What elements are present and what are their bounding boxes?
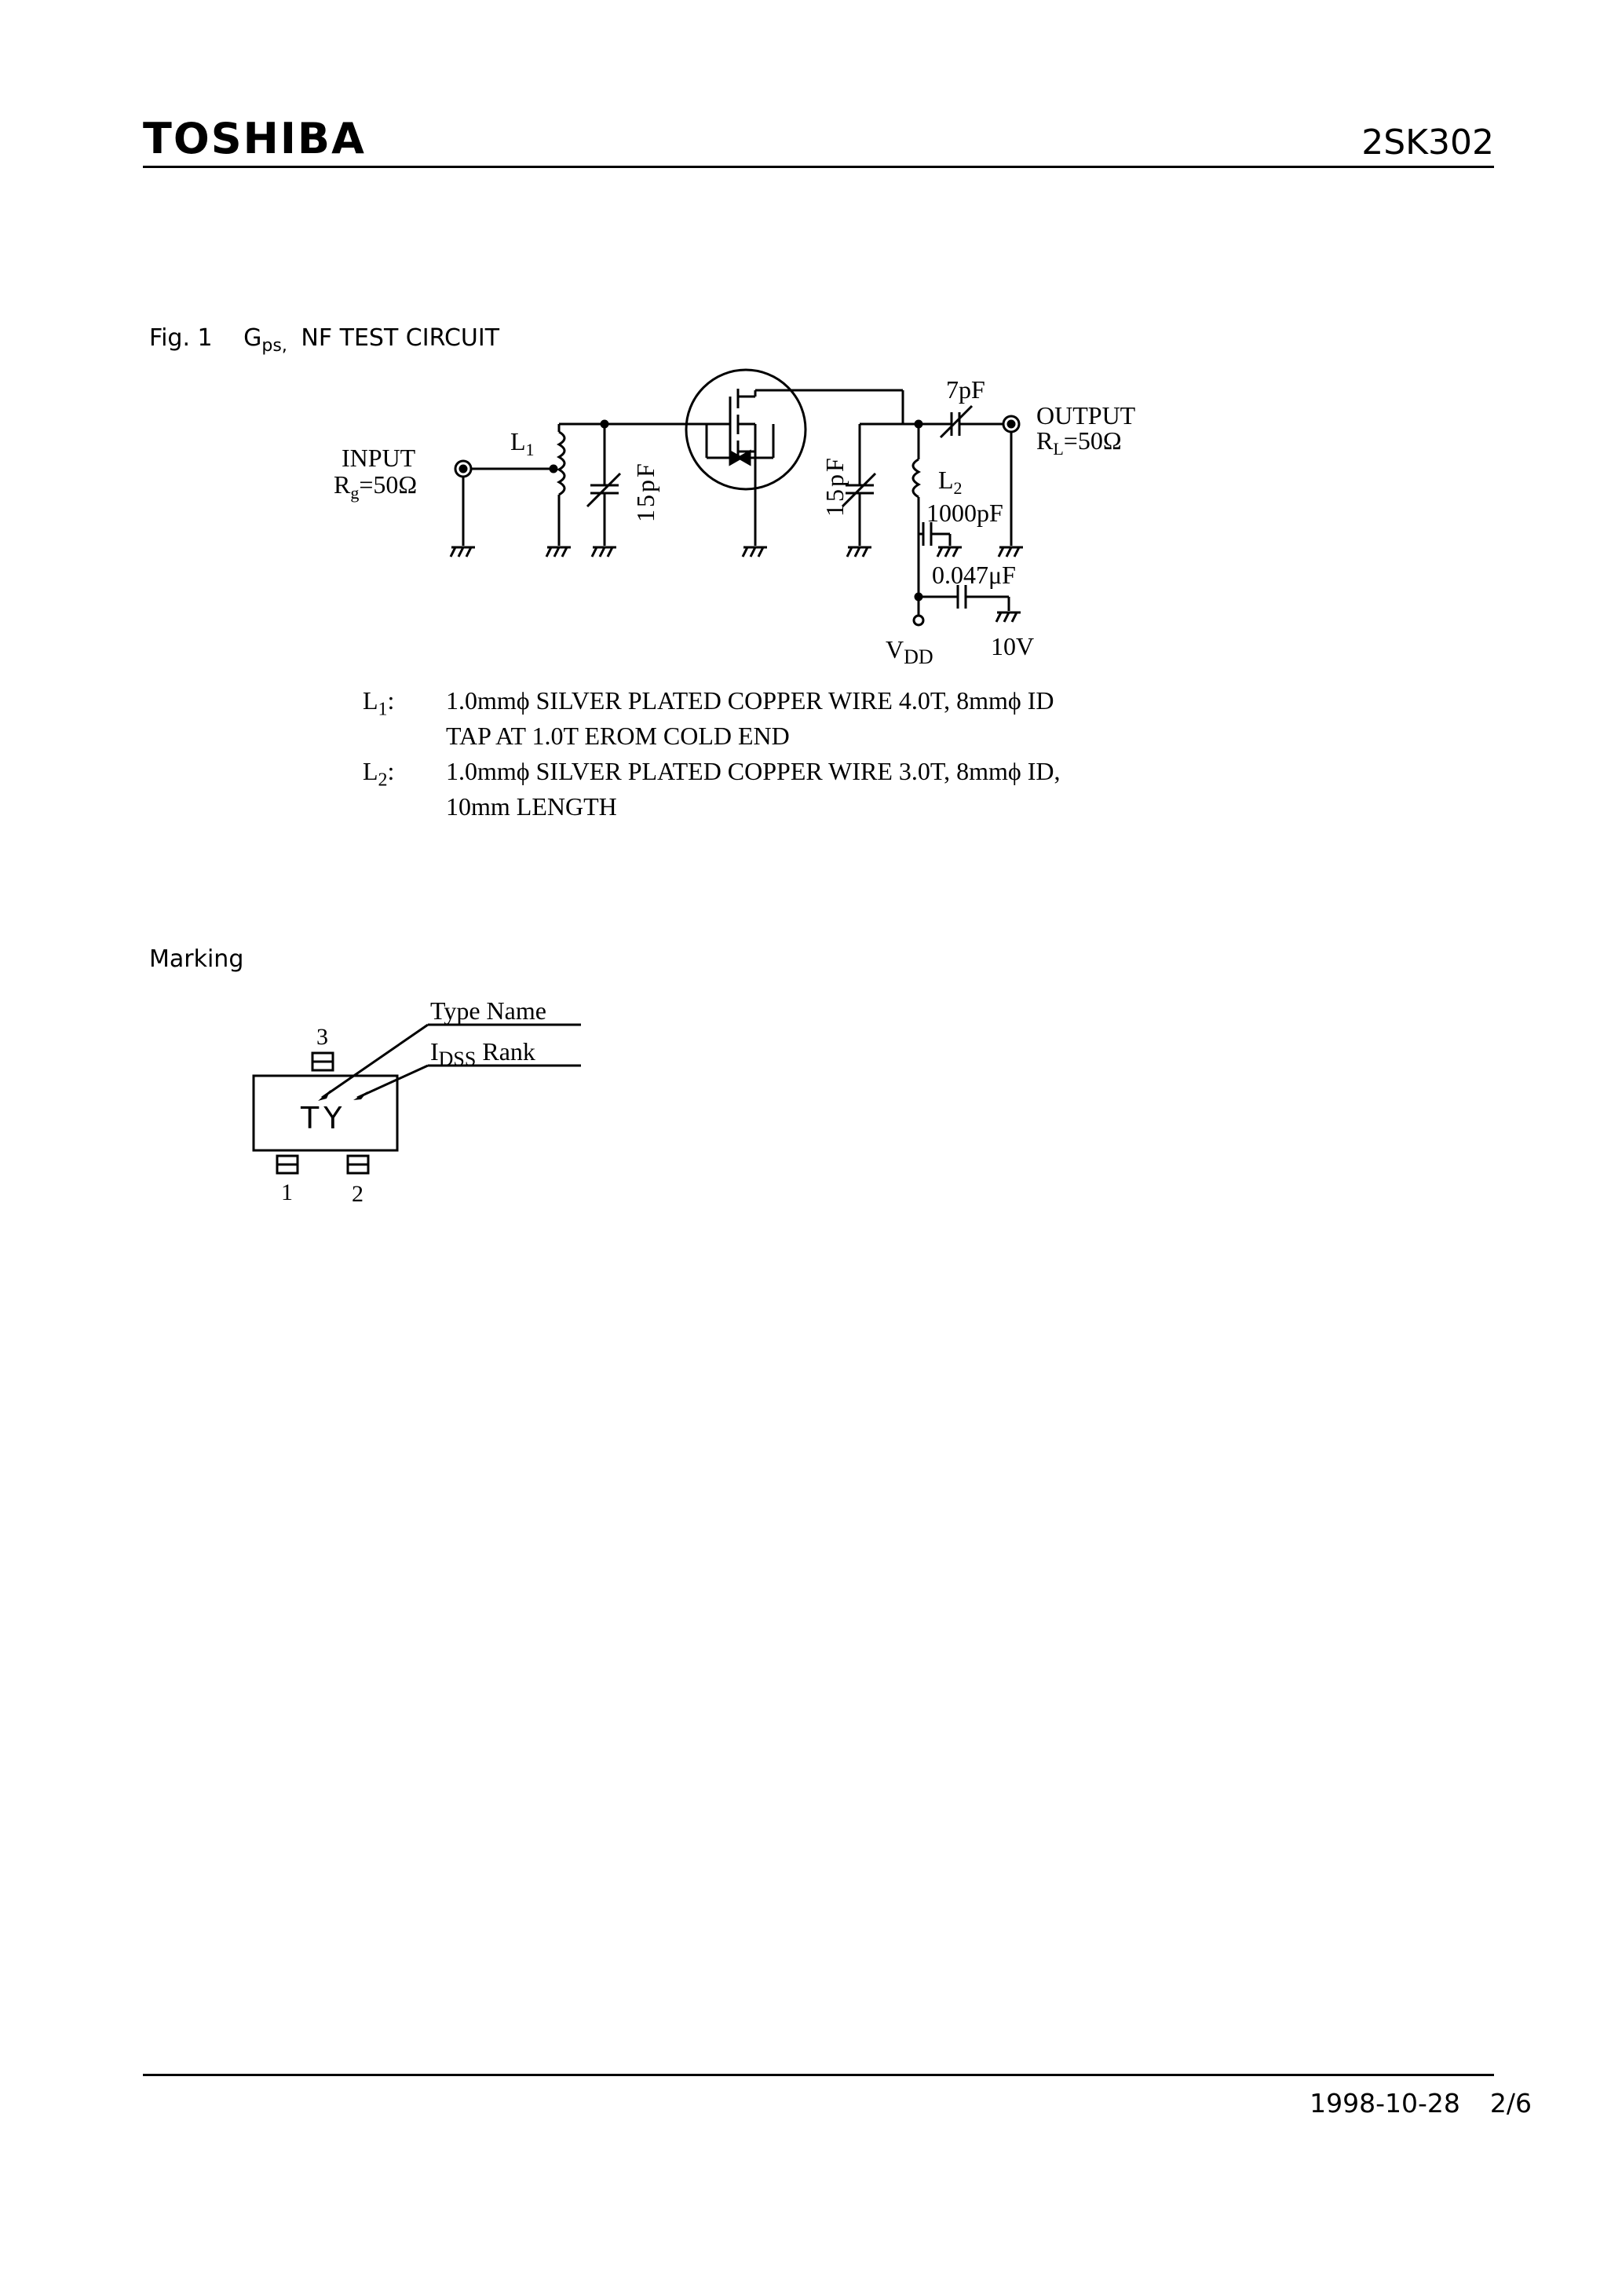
- vdd-label: VDD: [886, 635, 933, 668]
- marking-title: Marking: [149, 945, 244, 973]
- footer-rule: [143, 2074, 1494, 2076]
- coupling-cap-label: 7pF: [946, 375, 985, 404]
- ground-symbol-5: [846, 546, 871, 558]
- note-l2-key: L2:: [363, 757, 395, 791]
- note-l1-line-2: TAP AT 1.0T EROM COLD END: [446, 722, 790, 750]
- gps-symbol: Gps,: [243, 324, 287, 356]
- output-cap-label: 15pF: [820, 455, 849, 517]
- note-l2-line-2: 10mm LENGTH: [446, 792, 617, 821]
- ground-symbol-7: [997, 546, 1023, 558]
- input-cap-label: 15pF: [631, 461, 659, 522]
- note-l2: L2: 1.0mmϕ SILVER PLATED COPPER WIRE 3.0…: [363, 754, 1060, 824]
- ground-symbol-8: [995, 611, 1021, 623]
- ground-symbol-6: [936, 546, 962, 558]
- note-l1-key: L1:: [363, 686, 395, 720]
- footer: 1998-10-28 2/6: [1310, 2088, 1532, 2119]
- rl-label: RL=50Ω: [1036, 426, 1122, 459]
- bypass-cap-label: 1000pF: [926, 499, 1003, 527]
- decoupling-cap-label: 0.047μF: [932, 561, 1016, 589]
- ground-symbol-1: [449, 546, 475, 558]
- vdd-value: 10V: [991, 632, 1034, 660]
- note-l1-line-1: 1.0mmϕ SILVER PLATED COPPER WIRE 4.0T, 8…: [446, 686, 1054, 715]
- figure-title: NF TEST CIRCUIT: [301, 324, 500, 352]
- rg-label: Rg=50Ω: [334, 470, 417, 503]
- l2-label: L2: [938, 466, 963, 498]
- type-name-label: Type Name: [430, 996, 546, 1025]
- marking-code: TY: [300, 1101, 346, 1135]
- l1-label: L1: [510, 427, 535, 459]
- output-label: OUTPUT: [1036, 401, 1136, 430]
- toshiba-logo: TOSHIBA: [143, 114, 366, 163]
- coil-notes: L1: 1.0mmϕ SILVER PLATED COPPER WIRE 4.0…: [363, 683, 1060, 824]
- footer-date: 1998-10-28: [1310, 2088, 1460, 2119]
- test-circuit-diagram: INPUT Rg=50Ω L1 15pF 15pF 7pF OUTPUT RL=…: [334, 368, 1136, 668]
- part-number: 2SK302: [1361, 122, 1494, 163]
- header-rule: [143, 166, 1494, 168]
- figure-number: Fig. 1: [149, 324, 213, 352]
- note-l2-line-1: 1.0mmϕ SILVER PLATED COPPER WIRE 3.0T, 8…: [446, 757, 1061, 785]
- ground-symbol-2: [545, 546, 571, 558]
- pin-3-label: 3: [316, 1024, 328, 1050]
- ground-symbol-4: [741, 546, 767, 558]
- pin-1-label: 1: [281, 1179, 293, 1205]
- ground-symbol-3: [590, 546, 616, 558]
- package-body: [252, 1074, 399, 1152]
- pin-2-label: 2: [352, 1181, 363, 1207]
- figure-caption: Fig. 1 Gps, NF TEST CIRCUIT: [149, 327, 499, 355]
- input-label: INPUT: [342, 444, 416, 472]
- marking-diagram: Type Name IDSS Rank TY 3 1 2: [252, 996, 581, 1207]
- footer-page: 2/6: [1489, 2088, 1532, 2119]
- note-l1: L1: 1.0mmϕ SILVER PLATED COPPER WIRE 4.0…: [363, 683, 1060, 754]
- idss-rank-label: IDSS Rank: [430, 1037, 535, 1070]
